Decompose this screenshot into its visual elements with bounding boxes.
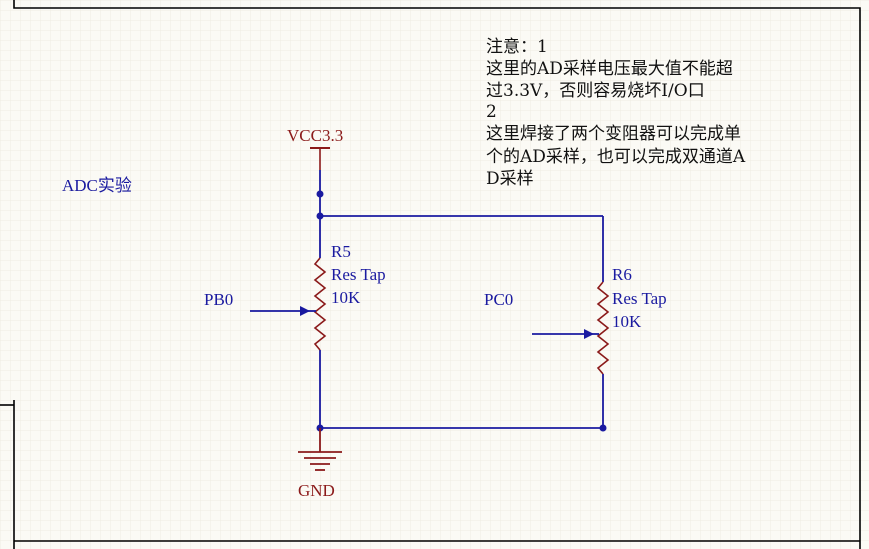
power-label: VCC3.3 (287, 126, 343, 145)
r6-comment: Res Tap (612, 289, 667, 308)
r5-comment: Res Tap (331, 265, 386, 284)
r6-value: 10K (612, 312, 642, 331)
power-port-vcc[interactable]: VCC3.3 (287, 126, 343, 170)
net-label-pc0[interactable]: PC0 (484, 290, 513, 309)
resistor-r5[interactable]: R5 Res Tap 10K (300, 242, 386, 351)
note-line-5: 这里焊接了两个变阻器可以完成单 (486, 124, 741, 144)
note-line-7: D采样 (486, 169, 534, 189)
wires (250, 170, 604, 429)
ground-symbol[interactable] (298, 428, 342, 471)
ground-label: GND (298, 481, 335, 500)
note-line-2: 这里的AD采样电压最大值不能超 (486, 59, 733, 79)
note-line-3: 过3.3V，否则容易烧坏I/O口 (486, 81, 705, 101)
note-line-4: 2 (486, 102, 497, 122)
r6-designator: R6 (612, 265, 632, 284)
net-label-pb0[interactable]: PB0 (204, 290, 233, 309)
resistor-r6[interactable]: R6 Res Tap 10K (584, 265, 667, 375)
junction-dot (599, 424, 607, 432)
note-line-1: 注意：1 (486, 37, 548, 57)
junction-dot (316, 190, 324, 198)
r5-value: 10K (331, 288, 361, 307)
schematic-title: ADC实验 (62, 176, 132, 195)
note-line-6: 个的AD采样，也可以完成双通道A (486, 147, 746, 167)
note-block: 注意：1 这里的AD采样电压最大值不能超 过3.3V，否则容易烧坏I/O口 2 … (486, 37, 746, 189)
r5-designator: R5 (331, 242, 351, 261)
junction-dot (316, 212, 324, 220)
